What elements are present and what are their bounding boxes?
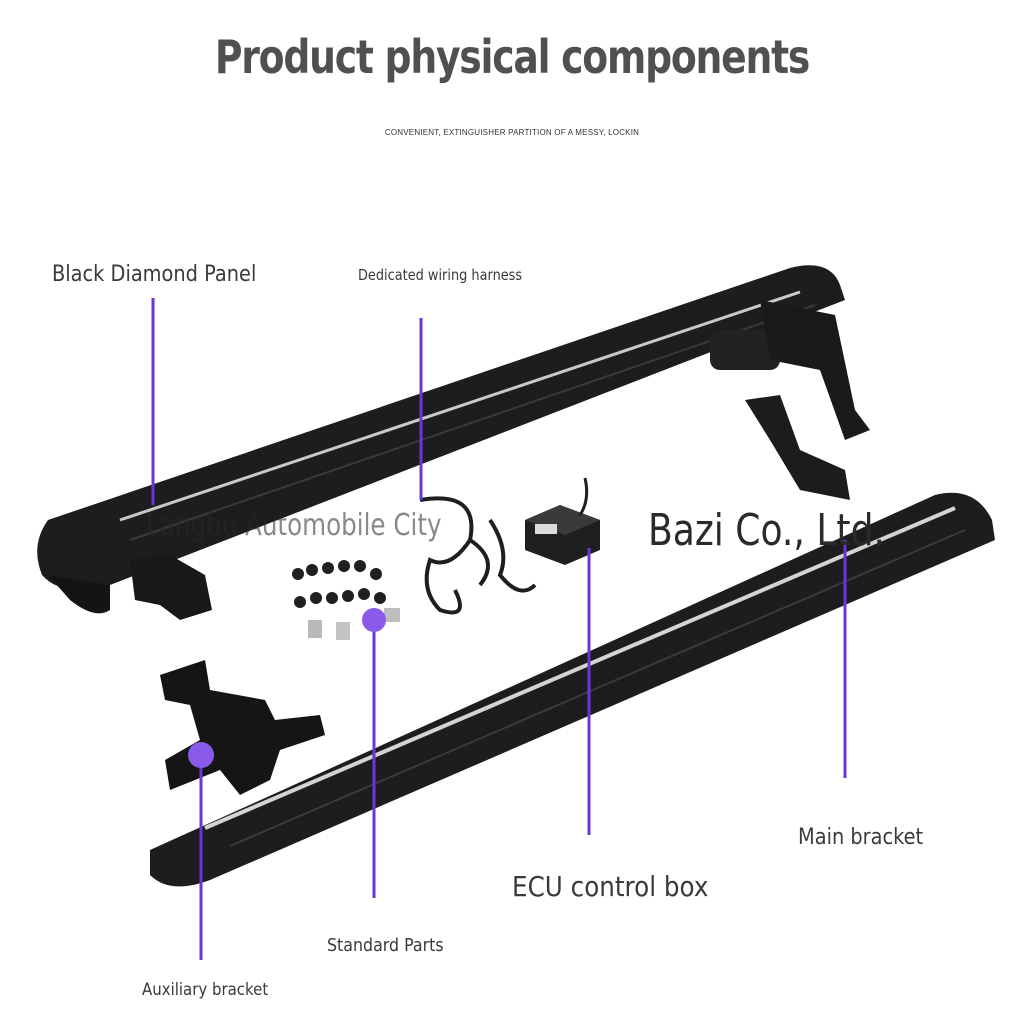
callout-dot-standard <box>362 608 386 632</box>
label-black-diamond-panel: Black Diamond Panel <box>52 262 257 287</box>
watermark-right: Bazi Co., Ltd. <box>648 505 885 556</box>
callout-lines <box>151 298 847 960</box>
label-ecu-control-box: ECU control box <box>512 870 709 903</box>
lower-running-board <box>150 492 995 887</box>
standard-parts-screws <box>292 560 400 640</box>
upper-running-board <box>37 265 845 614</box>
auxiliary-bracket-part <box>160 660 325 795</box>
callout-dot-auxiliary <box>188 742 214 768</box>
front-bracket-part <box>130 555 212 620</box>
label-wiring-harness: Dedicated wiring harness <box>358 266 523 284</box>
ecu-control-box-part <box>525 477 600 565</box>
wiring-harness-part <box>419 496 537 615</box>
watermark-left: Langbu Automobile City <box>146 508 442 543</box>
label-main-bracket: Main bracket <box>798 825 924 850</box>
page-title: Product physical components <box>214 30 811 84</box>
upper-motor-bracket <box>710 300 870 500</box>
callout-dots <box>188 608 386 768</box>
label-standard-parts: Standard Parts <box>327 935 444 956</box>
label-auxiliary-bracket: Auxiliary bracket <box>142 980 269 1000</box>
page-subtitle: CONVENIENT, EXTINGUISHER PARTITION OF A … <box>384 128 640 137</box>
